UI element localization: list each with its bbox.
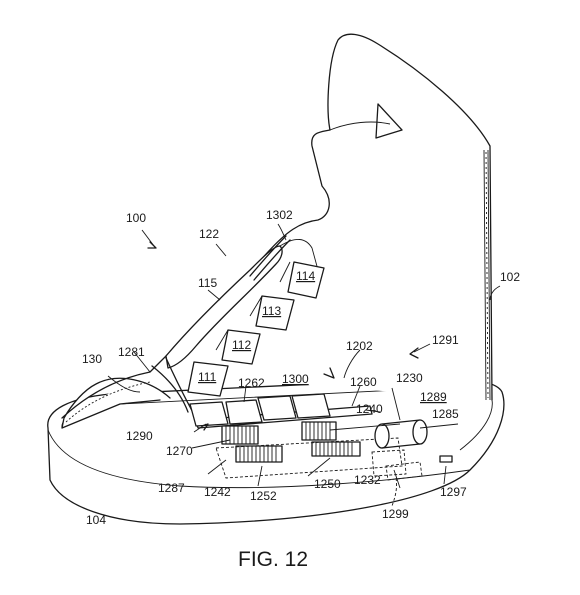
label-115: 115 bbox=[198, 276, 217, 290]
label-1260: 1260 bbox=[350, 375, 377, 389]
battery-dashed bbox=[371, 449, 423, 481]
label-1262: 1262 bbox=[238, 376, 265, 390]
strap-panel bbox=[165, 245, 283, 369]
label-111: 111 bbox=[198, 370, 217, 384]
arrow-1290 bbox=[201, 423, 209, 431]
toe-stitch bbox=[65, 381, 151, 423]
label-112: 112 bbox=[232, 338, 251, 352]
label-122: 122 bbox=[199, 227, 219, 241]
leader-lines bbox=[107, 223, 501, 489]
upper-outline bbox=[61, 33, 493, 429]
label-1240: 1240 bbox=[356, 402, 383, 416]
indicator-light bbox=[439, 455, 453, 463]
lace-1302 bbox=[249, 235, 291, 281]
gear-blocks bbox=[221, 421, 361, 463]
label-130: 130 bbox=[82, 352, 102, 366]
label-1290: 1290 bbox=[126, 429, 153, 443]
eyelet-tabs bbox=[187, 261, 325, 397]
label-1281: 1281 bbox=[118, 345, 145, 359]
heel-stitch-marks bbox=[485, 151, 489, 399]
label-1252: 1252 bbox=[250, 489, 277, 503]
label-104: 104 bbox=[86, 513, 106, 527]
label-114: 114 bbox=[296, 269, 315, 283]
lace-flaps bbox=[189, 393, 331, 427]
figure-caption: FIG. 12 bbox=[238, 548, 308, 571]
label-100: 100 bbox=[126, 211, 146, 225]
label-1300: 1300 bbox=[282, 372, 309, 386]
label-1287: 1287 bbox=[158, 481, 185, 495]
label-1250: 1250 bbox=[314, 477, 341, 491]
label-1302: 1302 bbox=[266, 208, 293, 222]
label-1242: 1242 bbox=[204, 485, 231, 499]
lead-1299 bbox=[391, 477, 397, 507]
label-1289: 1289 bbox=[420, 390, 447, 404]
label-1232: 1232 bbox=[354, 473, 381, 487]
label-102: 102 bbox=[500, 270, 520, 284]
heel-stitch-edge bbox=[483, 149, 491, 401]
arrow-1291 bbox=[409, 347, 419, 359]
arrow-1202 bbox=[323, 367, 335, 379]
label-1291: 1291 bbox=[432, 333, 459, 347]
label-113: 113 bbox=[262, 304, 281, 318]
motor-cylinder bbox=[374, 419, 428, 449]
label-1202: 1202 bbox=[346, 339, 373, 353]
arrow-100 bbox=[147, 241, 157, 249]
cable bbox=[329, 423, 459, 431]
collar-triangle bbox=[375, 103, 403, 139]
collar-line bbox=[329, 121, 391, 131]
tongue-edge bbox=[279, 239, 319, 271]
label-1230: 1230 bbox=[396, 371, 423, 385]
label-1299: 1299 bbox=[382, 507, 409, 521]
label-1270: 1270 bbox=[166, 444, 193, 458]
housing-dashed bbox=[215, 437, 403, 479]
label-1285: 1285 bbox=[432, 407, 459, 421]
label-1297: 1297 bbox=[440, 485, 467, 499]
